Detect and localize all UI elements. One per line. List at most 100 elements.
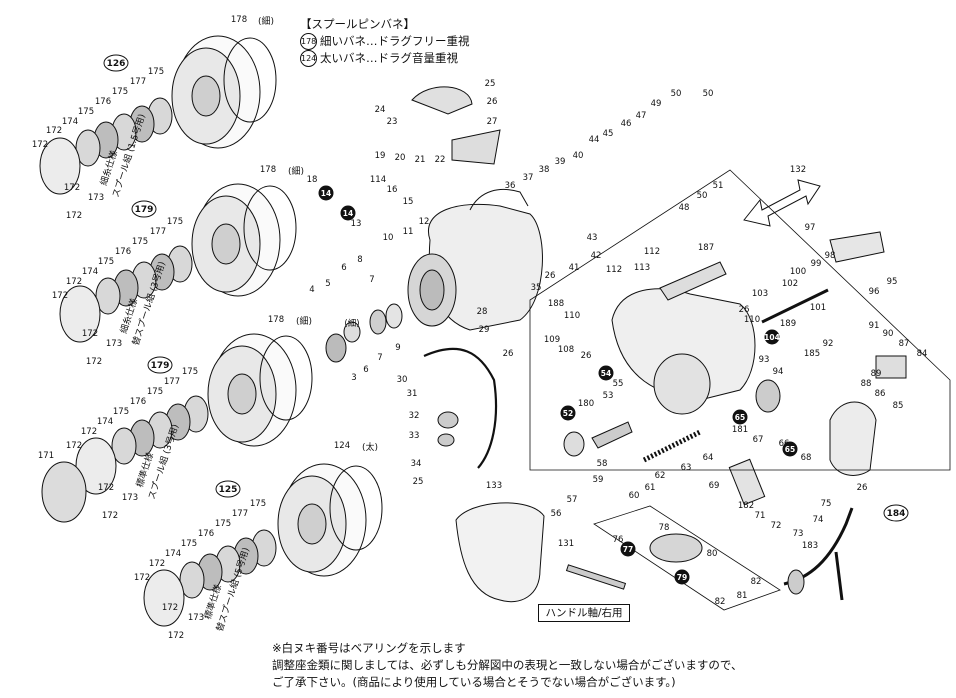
part-number: 40 bbox=[573, 151, 584, 161]
part-number: 55 bbox=[613, 379, 624, 389]
part-number: 97 bbox=[805, 223, 816, 233]
bail-wire bbox=[423, 347, 498, 469]
oscillation-shaft bbox=[761, 288, 829, 324]
bearing-number: 104 bbox=[764, 329, 780, 345]
bearing-number-text: 65 bbox=[785, 445, 795, 454]
part-number: 172 bbox=[64, 183, 80, 193]
part-number: 173 bbox=[88, 193, 104, 203]
line-roller-arm bbox=[451, 129, 501, 165]
part-number: 172 bbox=[66, 211, 82, 221]
part-number: 131 bbox=[558, 539, 574, 549]
part-number: 87 bbox=[899, 339, 910, 349]
part-number: 189 bbox=[780, 319, 796, 329]
part-number: 95 bbox=[887, 277, 898, 287]
part-number: 177 bbox=[232, 509, 248, 519]
part-number: 82 bbox=[751, 577, 762, 587]
drag-washer bbox=[111, 427, 137, 465]
part-number: 25 bbox=[413, 477, 424, 487]
assembly-number: 184 bbox=[883, 504, 909, 522]
roller-bearing bbox=[437, 411, 459, 429]
assembly-marker bbox=[147, 356, 173, 374]
spool-group-2 bbox=[59, 183, 297, 343]
part-number: 47 bbox=[636, 111, 647, 121]
part-number: 19 bbox=[375, 151, 386, 161]
bearing-number-text: 52 bbox=[563, 409, 573, 418]
spool-rim bbox=[243, 185, 297, 271]
assembly-number: 179 bbox=[131, 200, 157, 218]
part-number: 51 bbox=[713, 181, 724, 191]
reel-body bbox=[611, 231, 907, 476]
part-number: 172 bbox=[149, 559, 165, 569]
part-number: 172 bbox=[168, 631, 184, 641]
bearing-marker bbox=[598, 365, 614, 381]
part-number: 60 bbox=[629, 491, 640, 501]
washer bbox=[369, 309, 387, 335]
legend-text: 太いバネ…ドラグ音量重視 bbox=[320, 51, 458, 65]
handle-knob-tip bbox=[787, 569, 805, 595]
part-number: 21 bbox=[415, 155, 426, 165]
part-number: 27 bbox=[487, 117, 498, 127]
part-number: 53 bbox=[603, 391, 614, 401]
part-number: 81 bbox=[737, 591, 748, 601]
part-number: 175 bbox=[132, 237, 148, 247]
spool-group-3 bbox=[41, 333, 313, 523]
part-number: 178 bbox=[260, 165, 276, 175]
part-number: 57 bbox=[567, 495, 578, 505]
pinion bbox=[325, 333, 347, 363]
part-number: 133 bbox=[486, 481, 502, 491]
part-number: 62 bbox=[655, 471, 666, 481]
part-number: 172 bbox=[162, 603, 178, 613]
part-number: 50 bbox=[703, 89, 714, 99]
part-number: 30 bbox=[397, 375, 408, 385]
handle-knob bbox=[649, 533, 703, 563]
part-number: 29 bbox=[479, 325, 490, 335]
part-number: 175 bbox=[78, 107, 94, 117]
legend-title: 【スプールピンバネ】 bbox=[300, 17, 415, 31]
part-number: 176 bbox=[198, 529, 214, 539]
footnotes: ※白ヌキ番号はベアリングを示します 調整座金類に関しましては、必ずしも分解図中の… bbox=[272, 640, 742, 691]
part-number: 112 bbox=[644, 247, 660, 257]
part-number: 177 bbox=[130, 77, 146, 87]
part-number: 50 bbox=[697, 191, 708, 201]
rotor-assembly bbox=[325, 86, 543, 469]
reel-foot bbox=[659, 261, 727, 301]
part-number: 172 bbox=[46, 126, 62, 136]
bearing-number-text: 14 bbox=[343, 209, 353, 218]
bearing-number: 79 bbox=[674, 569, 690, 585]
part-number: 174 bbox=[82, 267, 98, 277]
part-number: 38 bbox=[539, 165, 550, 175]
body-opening bbox=[653, 353, 711, 415]
part-number: 5 bbox=[325, 279, 330, 289]
assembly-number: 125 bbox=[215, 480, 241, 498]
spool-hub bbox=[191, 75, 221, 117]
part-number: 172 bbox=[98, 483, 114, 493]
part-number: 185 bbox=[804, 349, 820, 359]
part-number: 75 bbox=[821, 499, 832, 509]
spring-tag: (細) bbox=[258, 15, 274, 27]
part-number: 182 bbox=[738, 501, 754, 511]
part-number: 15 bbox=[403, 197, 414, 207]
part-number: 124 bbox=[334, 441, 350, 451]
part-number: 31 bbox=[407, 389, 418, 399]
spool-rim bbox=[259, 335, 313, 421]
legend-number: 178 bbox=[300, 33, 317, 50]
spool-cap bbox=[39, 137, 81, 195]
part-number: 74 bbox=[813, 515, 824, 525]
assembly-number-text: 179 bbox=[135, 205, 154, 215]
spool-cap bbox=[143, 569, 185, 627]
part-number: 100 bbox=[790, 267, 806, 277]
part-number: 172 bbox=[134, 573, 150, 583]
spool-hub bbox=[211, 223, 241, 265]
part-number: 34 bbox=[411, 459, 422, 469]
part-number: 172 bbox=[81, 427, 97, 437]
bearing-number-text: 65 bbox=[735, 413, 745, 422]
part-number: 110 bbox=[564, 311, 580, 321]
bearing-number-text: 79 bbox=[677, 573, 687, 582]
bearing-number-text: 104 bbox=[764, 333, 780, 342]
bearing-number: 65 bbox=[782, 441, 798, 457]
part-number: 88 bbox=[861, 379, 872, 389]
part-number: 176 bbox=[130, 397, 146, 407]
rotor-cover bbox=[455, 502, 545, 603]
bail-arm bbox=[469, 188, 529, 211]
